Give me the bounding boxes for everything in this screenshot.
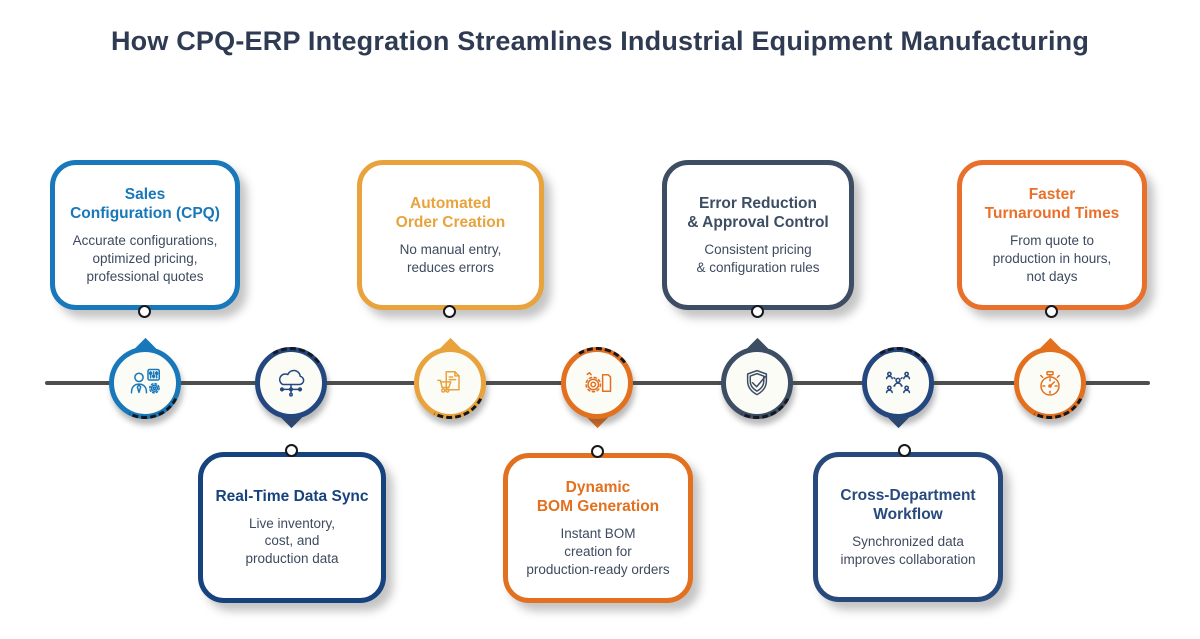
timeline-node-error-reduction [721, 337, 793, 419]
people-network-icon [885, 371, 911, 394]
card-error-reduction-approval-control: Error Reduction & Approval Control Consi… [662, 160, 854, 310]
card-cross-department-workflow: Cross-Department Workflow Synchronized d… [813, 452, 1003, 602]
node-ring [109, 347, 181, 419]
card-body: From quote to production in hours, not d… [992, 232, 1112, 284]
node-ring [1014, 347, 1086, 419]
connector-dot [591, 445, 604, 458]
stopwatch-icon [1040, 371, 1060, 396]
node-ring [414, 347, 486, 419]
node-ring [721, 347, 793, 419]
timeline-node-turnaround [1014, 337, 1086, 419]
card-real-time-data-sync: Real-Time Data Sync Live inventory, cost… [198, 452, 386, 603]
card-body: Accurate configurations, optimized prici… [72, 232, 218, 284]
card-title: Real-Time Data Sync [215, 487, 369, 505]
card-title: Sales Configuration (CPQ) [70, 185, 220, 223]
bom-gear-document-icon [585, 371, 612, 393]
salesperson-configuration-icon [130, 368, 160, 394]
timeline-node-cross-department [862, 347, 934, 429]
card-title: Dynamic BOM Generation [536, 478, 660, 516]
card-body: No manual entry, reduces errors [399, 241, 502, 275]
card-dynamic-bom-generation: Dynamic BOM Generation Instant BOM creat… [503, 453, 693, 603]
card-body: Live inventory, cost, and production dat… [245, 515, 339, 567]
node-ring [561, 347, 633, 419]
card-body: Consistent pricing & configuration rules [696, 241, 820, 275]
card-title: Faster Turnaround Times [984, 185, 1120, 223]
card-title: Automated Order Creation [395, 194, 506, 232]
shield-check-icon [746, 369, 768, 396]
connector-dot [138, 305, 151, 318]
infographic-title: How CPQ-ERP Integration Streamlines Indu… [110, 26, 1090, 56]
connector-dot [443, 305, 456, 318]
card-faster-turnaround-times: Faster Turnaround Times From quote to pr… [957, 160, 1147, 310]
card-sales-configuration-cpq: Sales Configuration (CPQ) Accurate confi… [50, 160, 240, 310]
card-title: Cross-Department Workflow [840, 486, 976, 524]
timeline-node-data-sync [255, 347, 327, 429]
card-body: Instant BOM creation for production-read… [526, 525, 670, 577]
connector-dot [1045, 305, 1058, 318]
node-ring [862, 347, 934, 419]
card-automated-order-creation: Automated Order Creation No manual entry… [357, 160, 544, 310]
cloud-data-sync-icon [278, 369, 305, 397]
card-title: Error Reduction & Approval Control [687, 194, 829, 232]
connector-dot [898, 444, 911, 457]
card-body: Synchronized data improves collaboration [840, 533, 976, 567]
connector-dot [285, 444, 298, 457]
connector-dot [751, 305, 764, 318]
order-document-cart-icon [437, 371, 460, 393]
timeline-node-order-creation [414, 337, 486, 419]
timeline-node-sales-configuration [109, 337, 181, 419]
timeline-node-bom-generation [561, 347, 633, 429]
node-ring [255, 347, 327, 419]
